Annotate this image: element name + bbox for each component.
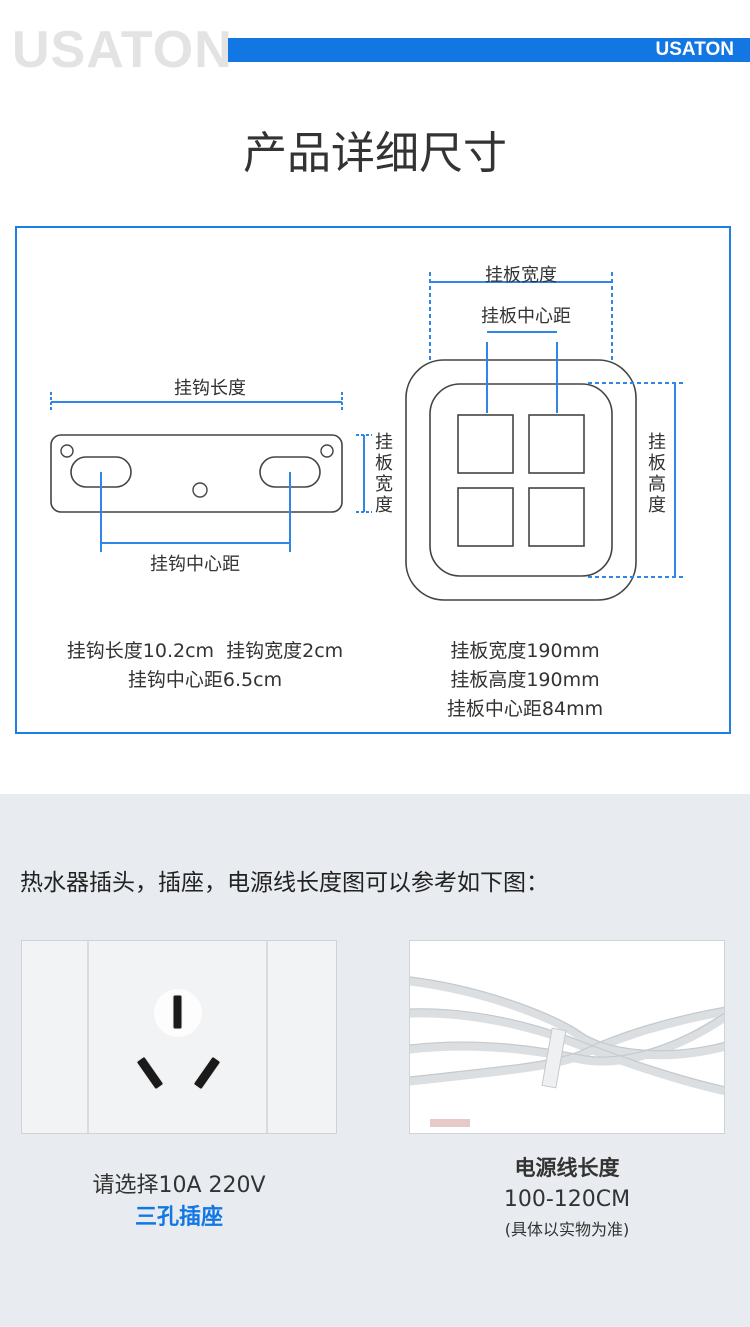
plate-center-label: 挂板中心距	[481, 306, 571, 327]
cable-caption-title: 电源线长度	[514, 1156, 620, 1180]
cable-illustration	[410, 941, 724, 1133]
plate-square-hole	[528, 487, 585, 547]
page-title: 产品详细尺寸	[243, 128, 507, 179]
cable-caption-value: 100-120CM	[503, 1187, 631, 1212]
dimension-diagrams	[50, 272, 683, 601]
hook-screw-hole	[60, 444, 74, 458]
socket-illustration	[22, 941, 336, 1133]
hook-specs: 挂钩长度10.2cm 挂钩宽度2cm 挂钩中心距6.5cm	[40, 637, 370, 695]
dimension-frame	[15, 226, 731, 734]
cable-caption: 电源线长度 100-120CM (具体以实物为准)	[409, 1152, 725, 1244]
plate-specs: 挂板宽度190mm 挂板高度190mm 挂板中心距84mm	[420, 637, 630, 724]
brand-watermark: USATON	[12, 21, 233, 79]
hook-center-hole	[192, 482, 208, 498]
hook-screw-hole	[320, 444, 334, 458]
cable-caption-note: (具体以实物为准)	[504, 1220, 630, 1239]
brand-banner: USATON	[228, 38, 750, 62]
plate-spec-line: 挂板宽度190mm	[450, 640, 600, 662]
socket-caption-type: 三孔插座	[134, 1205, 223, 1230]
cable-photo	[409, 940, 725, 1134]
plate-square-hole	[457, 414, 514, 474]
hook-spec-line: 挂钩长度10.2cm 挂钩宽度2cm	[66, 640, 344, 662]
hook-width-label: 挂板宽度	[375, 432, 393, 516]
accessory-intro: 热水器插头，插座，电源线长度图可以参考如下图：	[20, 870, 549, 896]
plate-height-label: 挂板高度	[648, 432, 666, 516]
hook-length-label: 挂钩长度	[174, 378, 246, 399]
plate-width-label: 挂板宽度	[485, 265, 557, 286]
hook-center-label: 挂钩中心距	[150, 554, 240, 575]
plate-spec-line: 挂板中心距84mm	[446, 698, 604, 720]
brand-banner-label: USATON	[655, 39, 734, 60]
socket-caption: 请选择10A 220V 三孔插座	[21, 1170, 337, 1234]
socket-photo	[21, 940, 337, 1134]
hook-spec-line: 挂钩中心距6.5cm	[127, 669, 283, 691]
plate-inner	[429, 383, 613, 577]
socket-caption-spec: 请选择10A 220V	[92, 1173, 266, 1198]
plate-square-hole	[457, 487, 514, 547]
plate-square-hole	[528, 414, 585, 474]
hook-bracket-drawing	[50, 392, 372, 552]
hook-bracket-body	[50, 434, 343, 513]
plate-spec-line: 挂板高度190mm	[450, 669, 600, 691]
wall-plate-drawing	[405, 272, 683, 601]
